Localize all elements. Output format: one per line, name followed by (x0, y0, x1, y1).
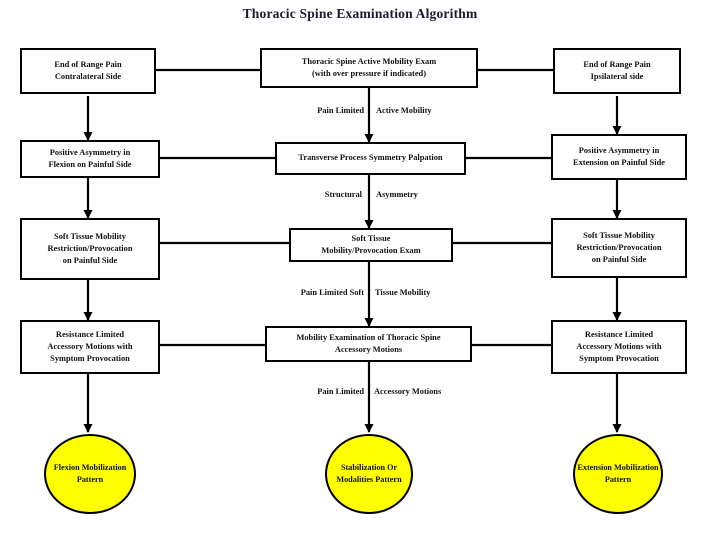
node-text-line: Soft Tissue Mobility (583, 230, 655, 240)
node-text-line: Positive Asymmetry in (578, 145, 660, 155)
edge-label-tissue-mobility: Tissue Mobility (375, 288, 431, 297)
page-title: Thoracic Spine Examination Algorithm (242, 6, 478, 21)
terminal-text-line: Extension (577, 463, 612, 473)
node-right-soft-tissue-restriction[interactable]: Soft Tissue Mobility Restriction/Provoca… (551, 218, 687, 278)
terminal-stabilization-modalities-pattern[interactable]: Stabilization Or Modalities Pattern (325, 434, 413, 514)
node-left-soft-tissue-restriction[interactable]: Soft Tissue Mobility Restriction/Provoca… (20, 218, 160, 280)
node-text-line: Thoracic Spine Active Mobility Exam (301, 56, 437, 66)
terminal-extension-mobilization-pattern[interactable]: Extension Mobilization Pattern (573, 434, 663, 514)
terminal-text-line: Pattern (604, 475, 632, 484)
node-text-line: Accessory Motions with (47, 341, 133, 351)
node-text-line: Soft Tissue (351, 233, 391, 243)
edge-label-pain-limited-2: Pain Limited (317, 387, 364, 396)
node-right-resistance-limited-accessory[interactable]: Resistance Limited Accessory Motions wit… (551, 320, 687, 374)
node-text-line: Symptom Provocation (50, 354, 130, 364)
node-text-line: Soft Tissue Mobility (54, 231, 126, 241)
node-text-line: Extension on Painful Side (573, 158, 665, 167)
node-text-line: Restriction/Provocation (576, 242, 662, 252)
node-left-end-of-range-pain-contralateral[interactable]: End of Range Pain Contralateral Side (20, 48, 156, 94)
node-left-positive-asymmetry-flexion[interactable]: Positive Asymmetry in Flexion on Painful… (20, 140, 160, 178)
node-text-line: on Painful Side (591, 255, 647, 265)
node-text-line: Contralateral Side (54, 72, 122, 81)
node-text-line: Flexion on Painful Side (48, 160, 132, 169)
edge-label-structural: Structural (324, 190, 362, 199)
edge-label-asymmetry: Asymmetry (376, 190, 418, 199)
edge-label-accessory-motions: Accessory Motions (374, 387, 442, 396)
node-text-line: Accessory Motions (334, 345, 403, 354)
node-right-end-of-range-pain-ipsilateral[interactable]: End of Range Pain Ipsilateral side (553, 48, 681, 94)
terminal-text-line: Modalities (336, 475, 374, 484)
node-text-line: (with over pressure if indicated) (312, 69, 426, 78)
node-text-line: Transverse Process Symmetry Palpation (298, 153, 443, 163)
node-text-line: Mobility Examination of Thoracic Spine (296, 332, 441, 342)
node-left-resistance-limited-accessory[interactable]: Resistance Limited Accessory Motions wit… (20, 320, 160, 374)
terminal-text-line: Pattern (76, 475, 104, 484)
terminal-text-line: Stabilization (340, 463, 386, 473)
node-text-line: Ipsilateral side (590, 72, 644, 81)
node-text-line: Symptom Provocation (579, 354, 659, 364)
edge-label-pain-limited-soft: Pain Limited Soft (300, 288, 364, 297)
node-text-line: on Painful Side (62, 256, 118, 266)
node-center-active-mobility-exam[interactable]: Thoracic Spine Active Mobility Exam (wit… (260, 48, 478, 88)
terminal-flexion-mobilization-pattern[interactable]: Flexion Mobilization Pattern (44, 434, 136, 514)
node-text-line: End of Range Pain (583, 59, 651, 69)
terminal-text-line: Or (387, 463, 398, 473)
node-center-mobility-exam-accessory-motions[interactable]: Mobility Examination of Thoracic Spine A… (265, 326, 472, 362)
node-text-line: Resistance Limited (55, 329, 125, 339)
node-text-line: Positive Asymmetry in (49, 147, 131, 157)
terminal-text-line: Mobilization (614, 463, 659, 473)
node-text-line: Resistance Limited (584, 329, 654, 339)
node-right-positive-asymmetry-extension[interactable]: Positive Asymmetry in Extension on Painf… (551, 134, 687, 180)
terminal-text-line: Pattern (375, 475, 402, 484)
node-text-line: Accessory Motions with (576, 341, 662, 351)
node-center-transverse-process-palpation[interactable]: Transverse Process Symmetry Palpation (275, 142, 466, 175)
node-text-line: End of Range Pain (54, 59, 122, 69)
node-text-line: Mobility/Provocation Exam (321, 246, 421, 255)
node-center-soft-tissue-exam[interactable]: Soft Tissue Mobility/Provocation Exam (289, 228, 453, 262)
terminal-text-line: Flexion (53, 463, 80, 473)
node-text-line: Restriction/Provocation (47, 243, 133, 253)
terminal-text-line: Mobilization (81, 463, 127, 473)
edge-label-pain-limited-1: Pain Limited (317, 106, 364, 115)
edge-label-active-mobility: Active Mobility (376, 106, 432, 115)
